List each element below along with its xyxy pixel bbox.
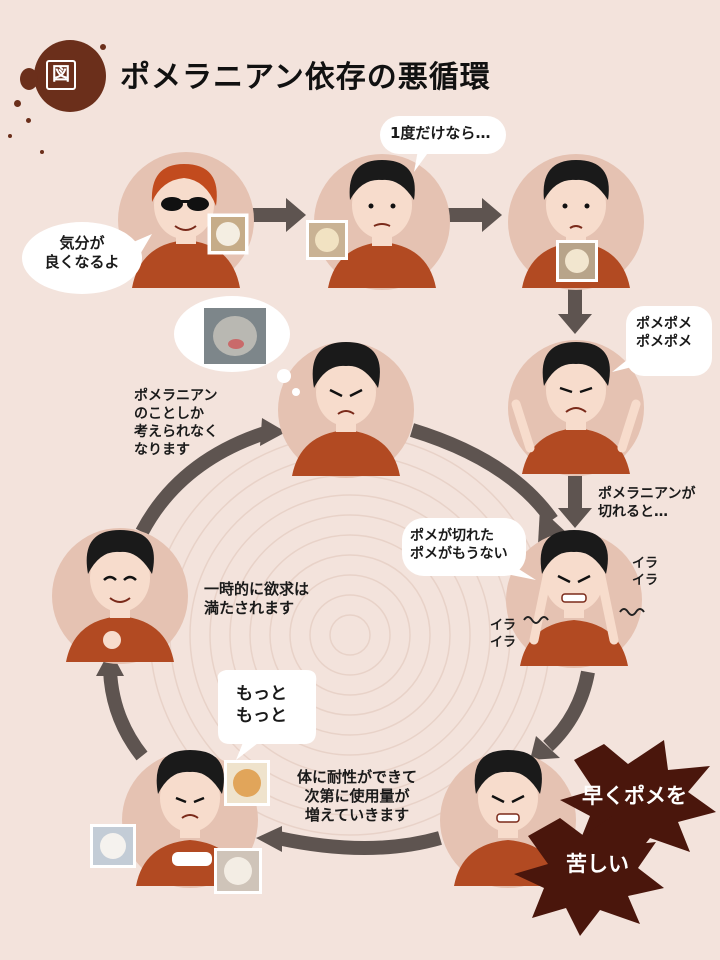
label-hurry-pome: 早くポメを — [582, 784, 687, 808]
label-feel-good: 気分が 良くなるよ — [44, 234, 120, 272]
label-tolerance: 体に耐性ができて 次第に使用量が 増えていきます — [296, 768, 417, 825]
label-when-runs-out: ポメラニアンが 切れると… — [598, 486, 696, 520]
arrow-2-to-3 — [448, 198, 502, 232]
arrow-4-to-5 — [558, 476, 592, 528]
ink-dot — [40, 150, 44, 154]
label-ira-left: イラ イラ — [490, 618, 517, 650]
character-2-tempted — [328, 160, 436, 288]
ink-dot — [14, 100, 21, 107]
character-6-irritated — [520, 530, 628, 666]
ink-splatter — [20, 68, 38, 90]
burst-painful — [514, 816, 664, 936]
ink-dot — [100, 44, 106, 50]
character-4-hands-up — [511, 342, 641, 474]
ink-dot — [26, 118, 31, 123]
label-ira-right: イラ イラ — [632, 556, 659, 588]
ink-dot — [8, 134, 12, 138]
label-pome-pome: ポメポメ ポメポメ — [636, 316, 692, 350]
label-only-pome: ポメラニアン のことしか 考えられなく なります — [134, 388, 218, 458]
label-just-once: 1度だけなら… — [390, 124, 491, 142]
cycle-arrows — [103, 423, 595, 855]
arrow-3-to-4 — [558, 282, 592, 334]
character-figures — [66, 160, 641, 886]
label-temporary: 一時的に欲求は 満たされます — [204, 580, 310, 618]
pomeranian-photos — [90, 213, 598, 894]
label-pome-gone: ポメが切れた ポメがもうない — [410, 528, 508, 562]
character-5-frowning — [292, 342, 400, 476]
ring-center — [342, 627, 358, 643]
irritation-marks — [523, 608, 645, 624]
page-title: ポメラニアン依存の悪循環 — [120, 60, 491, 95]
character-8-suffering — [454, 750, 562, 886]
arrow-1-to-2 — [252, 198, 306, 232]
label-more-more: もっと もっと — [236, 684, 287, 726]
figure-label: 図 — [46, 60, 76, 90]
label-painful: 苦しい — [566, 852, 629, 876]
character-7-relieved — [66, 530, 174, 662]
